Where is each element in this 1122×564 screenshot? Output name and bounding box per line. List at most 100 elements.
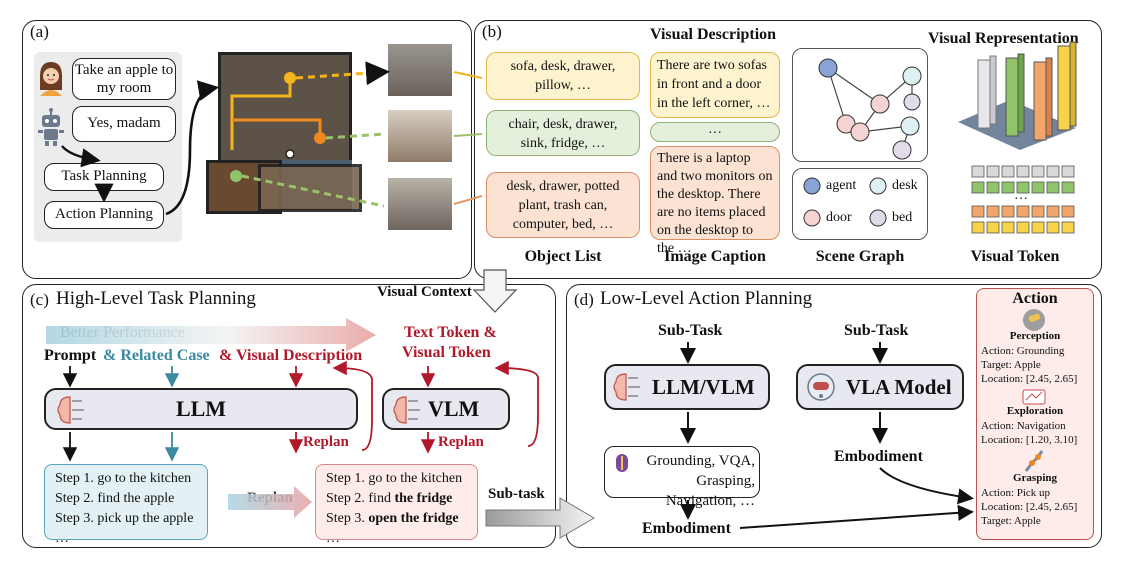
llm-box: LLM (44, 388, 358, 430)
panel-d-label: (d) (574, 290, 594, 309)
steps-box-replanned: Step 1. go to the kitchen Step 2. find t… (315, 464, 478, 546)
step-item: … (326, 531, 340, 546)
step-text: Step 3. (326, 511, 369, 526)
floor-plan-room-lower (258, 164, 362, 212)
grasping-icon (1022, 449, 1046, 473)
llm-label: LLM (175, 396, 227, 421)
skills-line: Grounding, VQA, (646, 453, 755, 469)
object-list-text: chair, desk, drawer, sink, fridge, … (508, 117, 618, 151)
step-item: … (55, 531, 69, 546)
visual-description-label: & Visual Description (219, 347, 363, 364)
text-token-label-1: Text Token & (404, 324, 497, 341)
replan-label-llm: Replan (303, 434, 349, 450)
legend-bed-label: bed (892, 210, 913, 225)
skill-token-icon (612, 452, 634, 474)
step-emphasis: the fridge (394, 491, 453, 506)
caption-text: There are two sofas in front and a door … (657, 58, 771, 111)
step-item: Step 3. pick up the apple (55, 511, 194, 526)
grasping-location: Location: [2.45, 2.65] (981, 501, 1078, 513)
step-item: Step 1. go to the kitchen (55, 471, 192, 486)
perception-action: Action: Grounding (981, 345, 1065, 357)
robot-speech-bubble: Yes, madam (72, 106, 176, 142)
caption-object-list: Object List (524, 248, 602, 265)
brain-icon (52, 393, 86, 425)
legend-door-label: door (826, 210, 852, 225)
replan-mid-label: Replan (247, 490, 293, 506)
task-planning-box: Task Planning (44, 163, 164, 191)
prompt-label: Prompt (44, 347, 97, 364)
exploration-label: Exploration (1006, 405, 1064, 417)
vla-model-box: VLA Model (796, 364, 964, 410)
perception-label: Perception (1009, 330, 1061, 342)
robot-head-icon (804, 370, 838, 404)
caption-yellow: There are two sofas in front and a door … (650, 52, 780, 118)
action-title: Action (1012, 290, 1058, 307)
task-planning-label: Task Planning (61, 168, 147, 184)
caption-green: … (650, 122, 780, 142)
llm-vlm-box: LLM/VLM (604, 364, 770, 410)
caption-scene-graph: Scene Graph (815, 248, 905, 265)
skills-line: Grasping, Navigation, … (665, 473, 755, 509)
panel-b-label: (b) (482, 22, 502, 41)
caption-text: … (708, 122, 722, 137)
perception-target: Target: Apple (981, 359, 1041, 371)
exploration-action: Action: Navigation (981, 420, 1066, 432)
room-photo-kitchen (388, 110, 452, 162)
room-photo-living (388, 44, 452, 96)
caption-text: There is a laptop and two monitors on th… (657, 151, 773, 256)
caption-image-caption: Image Caption (664, 248, 766, 265)
replan-label-vlm: Replan (438, 434, 484, 450)
panel-c-title: High-Level Task Planning (56, 288, 256, 309)
object-list-text: sofa, desk, drawer, pillow, … (510, 59, 616, 93)
exploration-icon (1022, 388, 1046, 406)
human-speech-text: Take an apple to my room (74, 62, 174, 96)
step-item: Step 1. go to the kitchen (326, 471, 463, 486)
sub-task-right-label: Sub-Task (844, 322, 909, 339)
scene-graph-box (792, 48, 928, 162)
caption-orange: There is a laptop and two monitors on th… (650, 146, 780, 256)
legend-agent-label: agent (826, 178, 857, 193)
robot-speech-text: Yes, madam (87, 115, 161, 131)
panel-d-title: Low-Level Action Planning (600, 288, 813, 309)
step-emphasis: open the fridge (368, 511, 459, 526)
brain-icon (388, 393, 422, 425)
object-list-orange: desk, drawer, potted plant, trash can, c… (486, 172, 640, 238)
human-speech-bubble: Take an apple to my room (72, 58, 176, 100)
perception-icon (1022, 308, 1046, 332)
room-photo-bedroom (388, 178, 452, 230)
step-item: Step 3. open the fridge (326, 509, 467, 529)
better-performance-label: Better Performance (60, 324, 185, 341)
object-list-green: chair, desk, drawer, sink, fridge, … (486, 110, 640, 156)
perception-location: Location: [2.45, 2.65] (981, 373, 1078, 385)
grasping-target: Target: Apple (981, 515, 1041, 527)
action-planning-box: Action Planning (44, 201, 164, 229)
steps-box-initial: Step 1. go to the kitchen Step 2. find t… (44, 464, 208, 546)
embodiment-right-label: Embodiment (834, 448, 923, 465)
sub-task-label: Sub-task (488, 486, 545, 502)
llm-vlm-label: LLM/VLM (652, 375, 755, 399)
step-text: Step 2. find (326, 491, 395, 506)
visual-representation-title: Visual Representation (928, 30, 1079, 47)
grasping-action: Action: Pick up (981, 487, 1051, 499)
panel-c-label: (c) (30, 290, 49, 309)
object-list-text: desk, drawer, potted plant, trash can, c… (506, 179, 620, 232)
panel-a-label: (a) (30, 22, 49, 41)
vlm-label: VLM (428, 396, 480, 421)
exploration-location: Location: [1.20, 3.10] (981, 434, 1078, 446)
human-avatar-icon (36, 60, 66, 96)
step-item: Step 2. find the apple (55, 491, 175, 506)
caption-visual-token: Visual Token (970, 248, 1060, 265)
vla-model-label: VLA Model (846, 375, 952, 399)
skills-box: Grounding, VQA, Grasping, Navigation, … (604, 446, 760, 509)
step-item: Step 2. find the fridge (326, 489, 467, 509)
token-grid-ellipsis: … (1014, 188, 1028, 203)
brain-icon (610, 371, 644, 403)
grasping-label: Grasping (1012, 472, 1057, 484)
related-case-label: & Related Case (103, 347, 210, 364)
text-token-label-2: Visual Token (402, 344, 491, 361)
action-planning-label: Action Planning (55, 206, 153, 222)
embodiment-left-label: Embodiment (642, 520, 731, 537)
legend-desk-label: desk (892, 178, 918, 193)
object-list-yellow: sofa, desk, drawer, pillow, … (486, 52, 640, 100)
visual-context-label: Visual Context (377, 284, 472, 300)
